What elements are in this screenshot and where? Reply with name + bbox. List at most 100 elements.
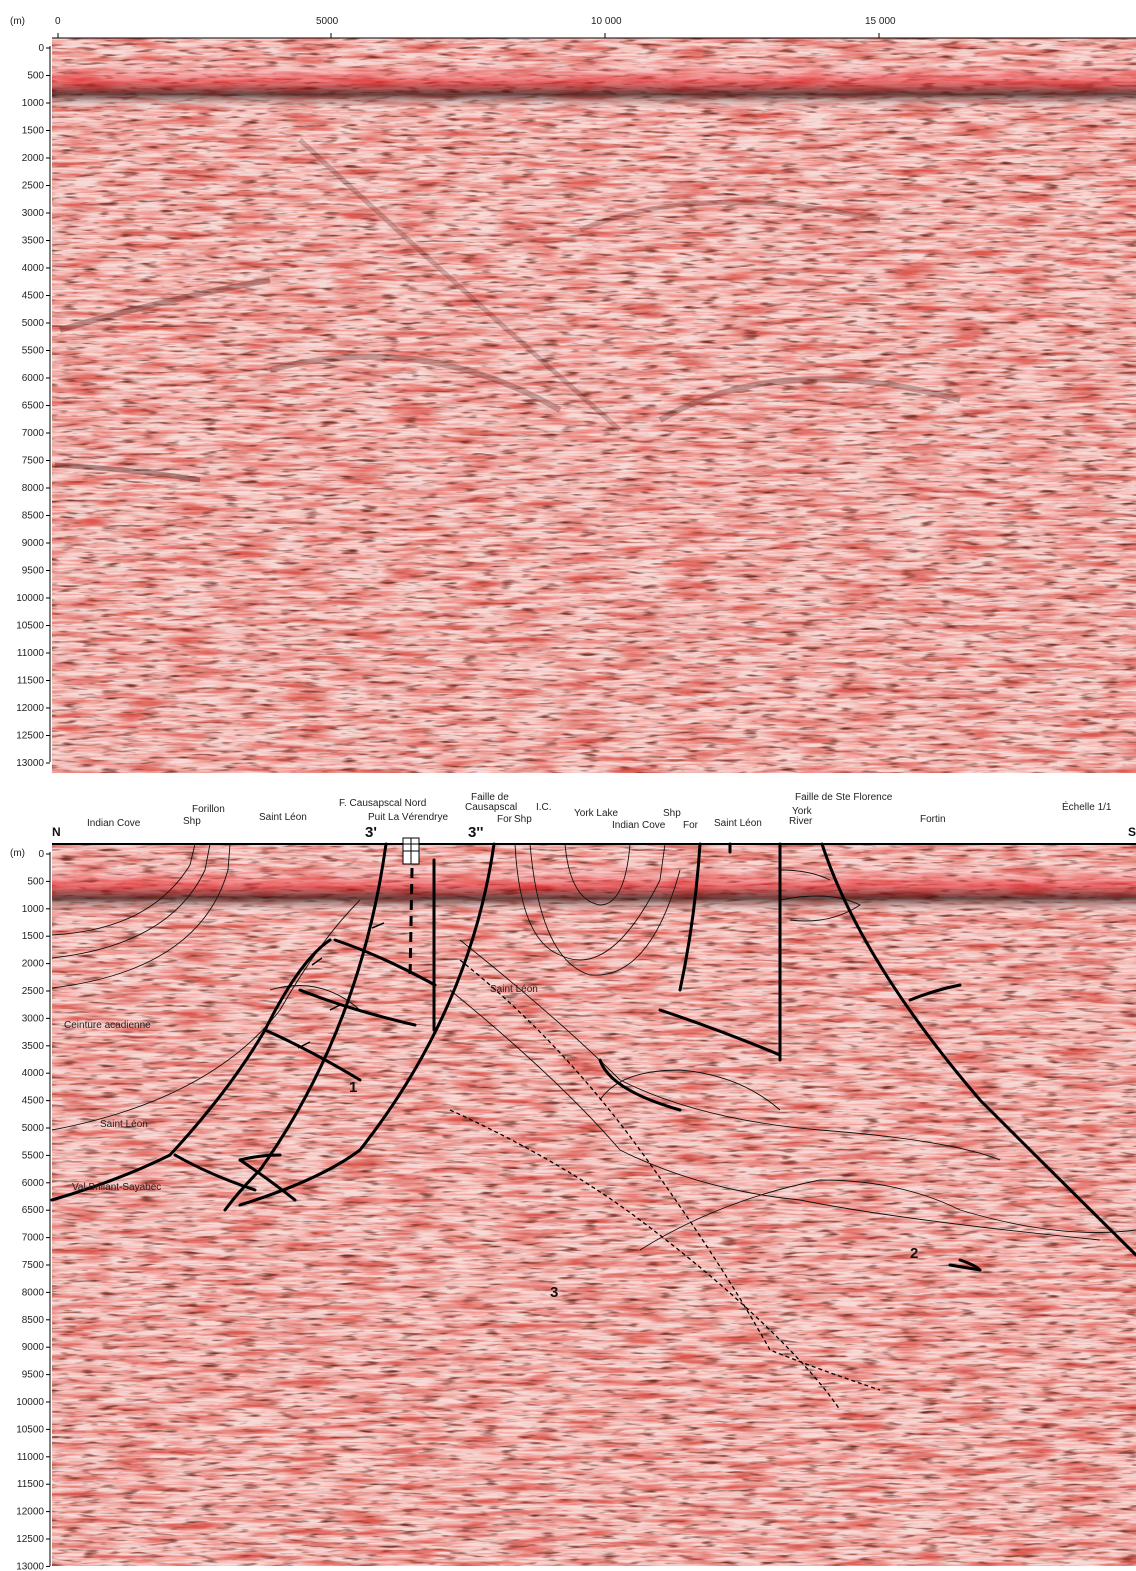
depth-tick-label: 2500 xyxy=(22,986,45,997)
scale-note: Échelle 1/1 xyxy=(1062,800,1112,813)
bottom-unit-label: (m) xyxy=(10,848,25,859)
depth-tick-label: 4500 xyxy=(22,291,45,302)
bottom-depth-axis: 0500100015002000250030003500400045005000… xyxy=(16,849,51,1571)
label-puit-la-verendrye: Puit La Vérendrye xyxy=(368,812,448,823)
depth-tick-label: 8500 xyxy=(22,511,45,522)
south-label: S xyxy=(1128,825,1136,839)
top-unit-label: (m) xyxy=(10,16,25,27)
fault-lines xyxy=(50,842,1136,1272)
depth-tick-label: 3500 xyxy=(22,1041,45,1052)
depth-tick-label: 9000 xyxy=(22,1342,45,1353)
zone-1-label: 1 xyxy=(349,1079,357,1096)
fault-arrows xyxy=(297,922,385,1049)
depth-tick-label: 3000 xyxy=(22,1013,45,1024)
depth-tick-label: 5500 xyxy=(22,1150,45,1161)
depth-tick-label: 3500 xyxy=(22,236,45,247)
fault-number-3prime: 3' xyxy=(365,824,377,841)
depth-tick-label: 5500 xyxy=(22,346,45,357)
depth-tick-label: 1000 xyxy=(22,904,45,915)
depth-tick-label: 4000 xyxy=(22,263,45,274)
depth-tick-label: 13000 xyxy=(16,1561,44,1571)
depth-tick-label: 8000 xyxy=(22,483,45,494)
depth-tick-label: 6000 xyxy=(22,373,45,384)
top-seismic-svg: (m) 0 5000 10 000 15 000 0 500 1000 1500 200… xyxy=(10,16,1136,773)
depth-tick-label: 11000 xyxy=(17,648,45,659)
label-faille-de: Faille de xyxy=(471,792,509,803)
depth-tick-label: 7000 xyxy=(22,1233,45,1244)
depth-tick-label: 6500 xyxy=(22,1205,45,1216)
label-york: York xyxy=(792,806,813,817)
label-for: For xyxy=(497,814,513,825)
zone-3-label: 3 xyxy=(550,1284,558,1301)
depth-tick-label: 500 xyxy=(27,71,44,82)
zone-2-label: 2 xyxy=(910,1245,918,1262)
depth-tick-label: 500 xyxy=(27,876,44,887)
label-shp: Shp xyxy=(514,814,532,825)
top-x-axis: (m) 0 5000 10 000 15 000 xyxy=(10,16,1136,39)
label-faille-ste-florence: Faille de Ste Florence xyxy=(795,792,893,803)
label-saint-leon: Saint Léon xyxy=(259,812,307,823)
label-ceinture-acadienne: Ceinture acadienne xyxy=(64,1020,151,1031)
depth-tick-label: 6000 xyxy=(22,1178,45,1189)
top-x-tick: 15 000 xyxy=(865,16,896,27)
label-indian-cove: Indian Cove xyxy=(612,820,666,831)
depth-tick-label: 12500 xyxy=(16,731,44,742)
depth-tick-label: 3000 xyxy=(22,208,45,219)
depth-tick-label: 13000 xyxy=(16,758,44,769)
top-x-tick: 0 xyxy=(55,16,61,27)
depth-tick-label: 12000 xyxy=(16,1507,44,1518)
section-labels: Ceinture acadienne Saint Léon Saint Léon… xyxy=(64,984,918,1301)
label-indian-cove: Indian Cove xyxy=(87,818,141,829)
depth-tick-label: 4000 xyxy=(22,1068,45,1079)
label-saint-leon-inner: Saint Léon xyxy=(490,984,538,995)
depth-tick-label: 2500 xyxy=(22,181,45,192)
fault-number-3doubleprime: 3'' xyxy=(468,824,483,841)
dashed-lines xyxy=(408,867,881,1411)
depth-tick-label: 8000 xyxy=(22,1287,45,1298)
depth-tick-label: 5000 xyxy=(22,318,45,329)
top-seismic-panel: (m) 0 5000 10 000 15 000 0 500 1000 1500 200… xyxy=(0,0,1136,780)
depth-tick-label: 11500 xyxy=(17,1479,45,1490)
depth-tick-label: 0 xyxy=(38,849,44,860)
north-label: N xyxy=(52,825,61,839)
depth-tick-label: 10500 xyxy=(16,1424,44,1435)
depth-tick-label: 8500 xyxy=(22,1315,45,1326)
depth-tick-label: 1500 xyxy=(22,126,45,137)
depth-tick-label: 6500 xyxy=(22,401,45,412)
depth-tick-label: 7500 xyxy=(22,1260,45,1271)
depth-tick-label: 9500 xyxy=(22,1370,45,1381)
depth-tick-label: 7500 xyxy=(22,456,45,467)
depth-tick-label: 5000 xyxy=(22,1123,45,1134)
label-val-brillant: Val Brillant-Sayabec xyxy=(72,1182,161,1193)
depth-tick-label: 7000 xyxy=(22,428,45,439)
label-forillon: Forillon xyxy=(192,804,225,815)
label-shp: Shp xyxy=(663,808,681,819)
depth-tick-label: 2000 xyxy=(22,153,45,164)
depth-tick-label: 10500 xyxy=(16,621,44,632)
seismic-image-bottom xyxy=(52,844,1136,1566)
depth-tick-label: 10000 xyxy=(16,1397,44,1408)
top-x-tick: 10 000 xyxy=(591,16,622,27)
depth-tick-label: 1500 xyxy=(22,931,45,942)
depth-tick-label: 12000 xyxy=(16,703,44,714)
label-shp: Shp xyxy=(183,816,201,827)
label-saint-leon: Saint Léon xyxy=(714,818,762,829)
depth-tick-label: 4500 xyxy=(22,1096,45,1107)
label-river: River xyxy=(789,816,813,827)
surface-labels: N S Échelle 1/1 (m) Indian Cove Forillon… xyxy=(10,792,1136,859)
label-ic: I.C. xyxy=(536,802,552,813)
label-for: For xyxy=(683,820,699,831)
well-icon xyxy=(402,837,420,865)
top-x-tick: 5000 xyxy=(316,16,339,27)
horizon-lines xyxy=(51,843,1136,1251)
label-f-causapscal-nord: F. Causapscal Nord xyxy=(339,798,426,809)
top-depth-axis: 0 500 1000 1500 2000 2500 3000 3500 4000 4500 5000… xyxy=(16,43,51,769)
depth-tick-label: 1000 xyxy=(22,98,45,109)
bottom-seismic-svg: 0500100015002000250030003500400045005000… xyxy=(10,792,1136,1571)
depth-tick-label: 9000 xyxy=(22,538,45,549)
depth-tick-label: 11000 xyxy=(17,1452,45,1463)
depth-tick-label: 0 xyxy=(38,43,44,54)
seismic-image-top xyxy=(52,38,1136,773)
label-fortin: Fortin xyxy=(920,814,946,825)
